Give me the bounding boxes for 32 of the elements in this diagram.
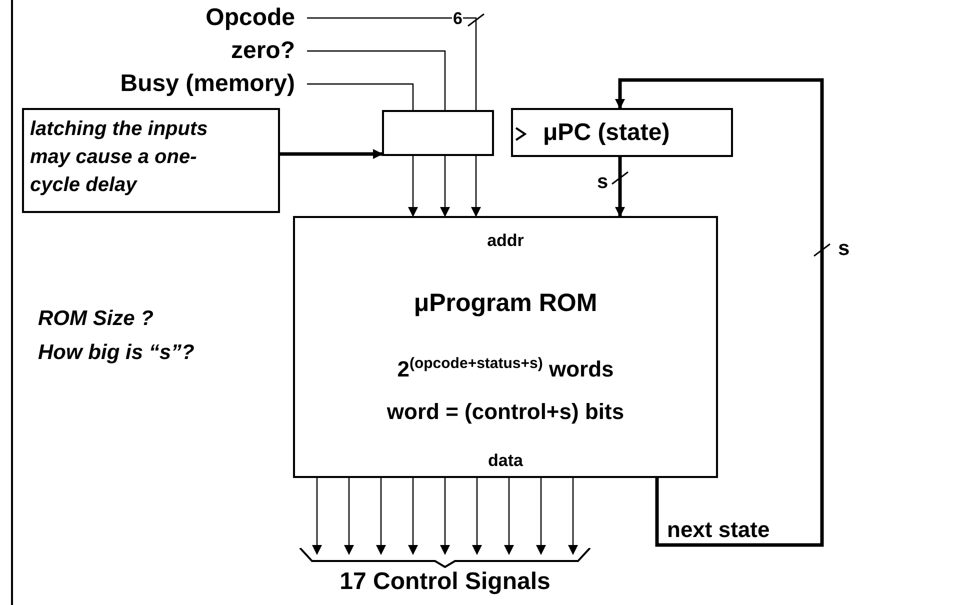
register-box: μPC (state) [511, 108, 733, 157]
arrow [280, 149, 383, 159]
input-label: Opcode [150, 4, 295, 32]
bus-width-label: s [838, 238, 850, 259]
port-label: addr [487, 232, 524, 249]
arrow [471, 156, 481, 217]
note-box: latching the inputs may cause a one-cycle delay [22, 108, 280, 213]
arrow [568, 478, 578, 555]
port-label: data [488, 452, 523, 469]
input-label: Busy (memory) [40, 70, 295, 98]
arrow [312, 478, 322, 555]
word-formula: word = (control+s) bits [386, 401, 624, 423]
latch-box [382, 110, 494, 156]
group-label: 17 Control Signals [340, 570, 550, 594]
arrow [472, 478, 482, 555]
edge-label: 6 [452, 10, 464, 27]
input-label: zero? [150, 37, 295, 65]
arrow [344, 478, 354, 555]
question-text: How big is “s”? [38, 342, 194, 363]
arrow [376, 478, 386, 555]
size-formula: 2$^{(opcode+status+s)}$ words [397, 356, 614, 380]
rom-box [293, 216, 718, 478]
block-title: μProgram ROM [414, 291, 598, 316]
arrow [440, 478, 450, 555]
arrow [615, 157, 625, 217]
arrow [536, 478, 546, 555]
arrow [408, 156, 418, 217]
arrow [504, 478, 514, 555]
arrow [408, 478, 418, 555]
arrow [440, 156, 450, 217]
question-text: ROM Size ? [38, 308, 154, 329]
arrow [615, 78, 824, 547]
